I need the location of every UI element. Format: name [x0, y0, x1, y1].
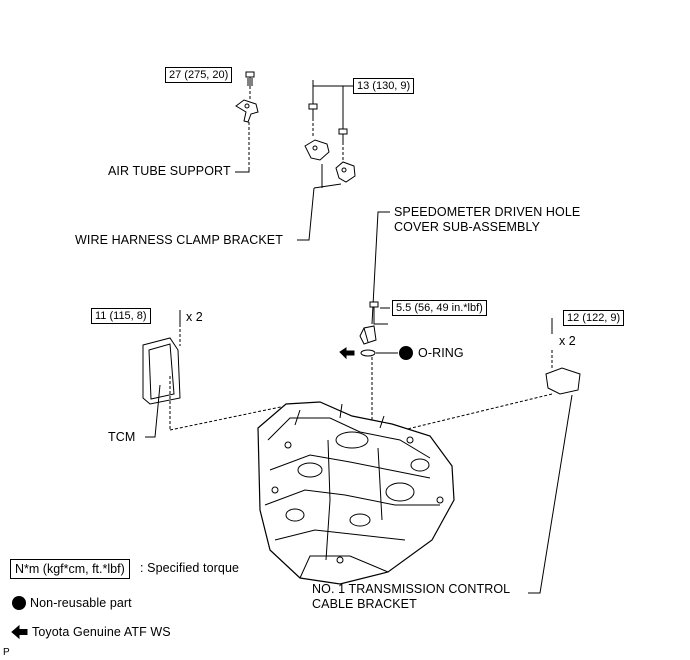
speedometer-cover	[359, 325, 377, 345]
air-tube-support-bolt	[245, 71, 255, 86]
torque-tcm: 11 (115, 8)	[91, 308, 151, 324]
air-tube-support-part	[235, 99, 259, 123]
leader-cable-bracket	[528, 394, 573, 594]
label-speedometer-line2: COVER SUB-ASSEMBLY	[394, 220, 541, 234]
torque-cable-bracket: 12 (122, 9)	[563, 310, 625, 326]
legend-torque-desc: : Specified torque	[140, 561, 240, 575]
label-wire-harness-clamp-bracket: WIRE HARNESS CLAMP BRACKET	[75, 233, 283, 247]
leader-tcm	[145, 384, 161, 438]
torque-air-tube-support: 27 (275, 20)	[165, 67, 233, 83]
label-air-tube-support: AIR TUBE SUPPORT	[108, 164, 231, 178]
o-ring-part	[360, 349, 376, 357]
label-tcm: TCM	[108, 430, 136, 444]
leader-wire-harness-clamp	[297, 187, 315, 241]
torque-speedometer-cover: 5.5 (56, 49 in.*lbf)	[392, 300, 487, 316]
legend-non-reusable: Non-reusable part	[30, 596, 132, 610]
clamp-bolt-1	[308, 103, 318, 118]
legend-atf-arrow-icon	[11, 624, 28, 640]
leader-air-tube-support	[235, 168, 250, 173]
non-reusable-dot-icon	[399, 346, 413, 360]
transmission-assembly	[257, 401, 455, 585]
speedometer-bolt	[369, 301, 379, 314]
tcm-bolt-count: x 2	[186, 310, 203, 324]
atf-arrow-icon	[339, 347, 355, 360]
label-speedometer-line1: SPEEDOMETER DRIVEN HOLE	[394, 205, 581, 219]
cable-bracket-part	[545, 367, 581, 395]
torque-wire-harness-clamp: 13 (130, 9)	[353, 78, 415, 94]
page-mark: P	[3, 647, 10, 658]
clamp-bolt-2	[338, 128, 348, 142]
cable-bracket-bolt-count: x 2	[559, 334, 576, 348]
wire-harness-clamp-bracket-1	[304, 139, 330, 161]
leader-torque-13	[312, 80, 357, 87]
legend-non-reusable-icon	[12, 596, 26, 610]
label-cable-bracket-line2: CABLE BRACKET	[312, 597, 417, 611]
leader-speedometer	[371, 211, 390, 325]
label-cable-bracket-line1: NO. 1 TRANSMISSION CONTROL	[312, 582, 511, 596]
legend-torque-box: N*m (kgf*cm, ft.*lbf)	[10, 559, 130, 579]
legend-atf: Toyota Genuine ATF WS	[32, 625, 171, 639]
label-o-ring: O-RING	[418, 346, 464, 360]
